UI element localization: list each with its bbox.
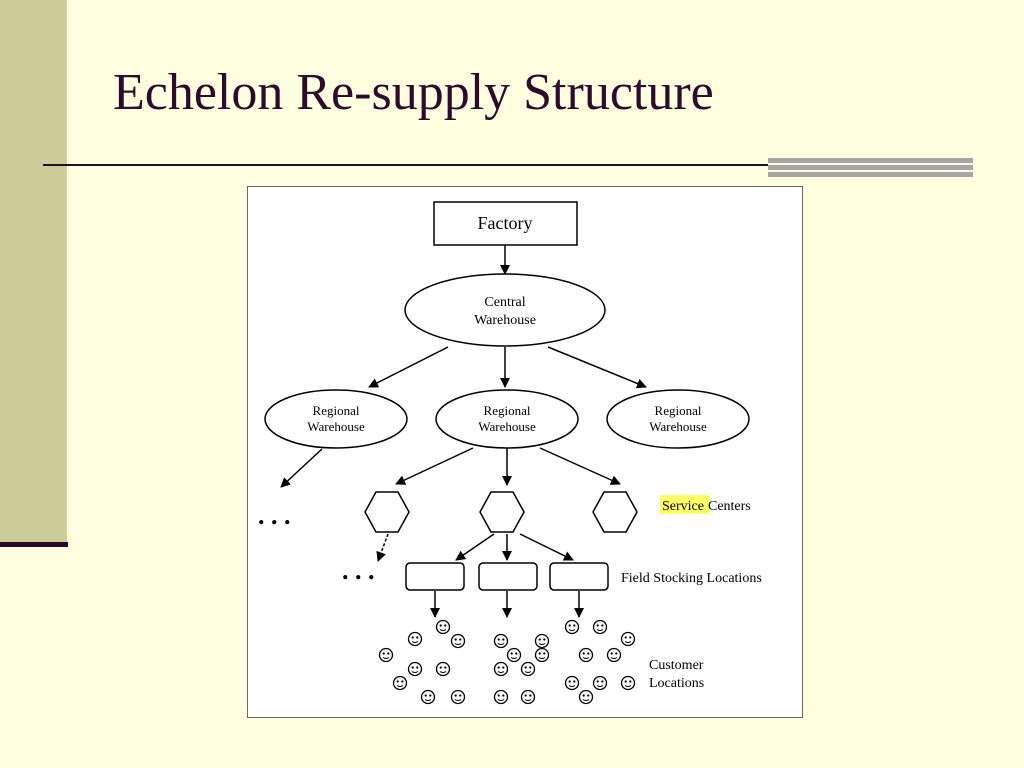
customer-face-icon [520,661,536,677]
factory-node: Factory [433,201,578,246]
regional-warehouse-left: Regional Warehouse [264,389,408,449]
slide-title: Echelon Re-supply Structure [113,64,714,121]
customer-face-icon [520,689,536,705]
customer-face-icon [564,619,580,635]
service-center-left [364,491,410,533]
regional-warehouse-center: Regional Warehouse [435,389,579,449]
regional-right-line2: Warehouse [649,419,707,434]
side-bar-cap [0,542,68,547]
arrow-service-field-right [519,533,574,561]
field-stocking-middle [478,562,538,591]
title-divider [43,164,972,166]
arrow-regional-service-left [395,447,474,485]
field-stocking-right [549,562,609,591]
regional-center-line1: Regional [484,403,531,418]
customer-face-icon [392,675,408,691]
customer-face-icon [493,661,509,677]
arrow-service-field-left [455,533,495,561]
customer-face-icon [420,689,436,705]
service-centers-label: Service Centers [662,499,751,514]
regional-center-line2: Warehouse [478,419,536,434]
ellipsis-service: . . . [342,556,375,585]
customer-label-line1: Customer [649,658,704,673]
customer-face-icon [578,647,594,663]
arrow-regional-service-right [539,447,621,485]
field-stocking-label: Field Stocking Locations [621,571,762,586]
arrow-regional-left-more [280,448,323,488]
arrow-central-regional-right [547,346,647,389]
customer-face-icon [378,647,394,663]
central-warehouse-node: Central Warehouse [404,273,606,347]
customer-face-icon [506,647,522,663]
diagram-canvas: Factory Central Warehouse Regional Wareh… [258,201,762,705]
customer-face-icon [435,619,451,635]
customer-face-icon [450,689,466,705]
customer-face-icon [407,661,423,677]
ellipsis-regional: . . . [258,501,291,530]
customer-label-line2: Locations [649,676,704,691]
customer-face-icon [534,633,550,649]
service-center-middle [479,491,525,533]
customer-face-icon [450,633,466,649]
central-warehouse-line1: Central [484,295,525,310]
customer-face-icon [620,675,636,691]
regional-warehouse-right: Regional Warehouse [606,389,750,449]
service-center-right [592,491,638,533]
customer-face-icon [606,647,622,663]
regional-left-line2: Warehouse [307,419,365,434]
arrow-central-regional-left [368,346,449,388]
central-warehouse-line2: Warehouse [474,313,536,328]
customer-face-icon [534,647,550,663]
arrow-service-left-more [376,533,389,562]
factory-label: Factory [478,213,533,233]
field-stocking-left [405,562,465,591]
customer-face-icon [620,631,636,647]
customer-face-icon [592,675,608,691]
centers-word: Centers [708,499,751,514]
customer-face-icon [564,675,580,691]
customer-face-icon [493,689,509,705]
service-label-highlight [660,495,710,514]
regional-right-line1: Regional [655,403,702,418]
customer-face-icon [578,689,594,705]
regional-left-line1: Regional [313,403,360,418]
customer-face-icon [435,661,451,677]
service-word: Service [662,499,704,514]
customer-face-icon [493,633,509,649]
customer-face-icon [407,631,423,647]
title-divider-accent [768,158,973,178]
side-decoration-bar [0,0,67,545]
customer-faces [378,619,636,705]
customer-face-icon [592,619,608,635]
supply-diagram: Factory Central Warehouse Regional Wareh… [247,186,803,718]
